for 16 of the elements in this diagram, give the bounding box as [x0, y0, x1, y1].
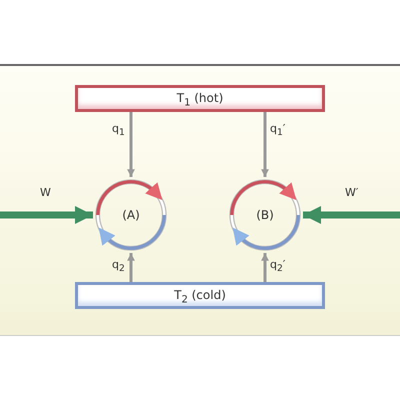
cycle-label: (B) [255, 208, 275, 222]
edge-label: W [40, 186, 51, 199]
arrow [261, 112, 269, 177]
arrow [0, 206, 93, 224]
reservoir-box: T$_{1}$ (hot) [75, 85, 325, 112]
reservoir-box: T$_{2}$ (cold) [75, 282, 325, 309]
arrow [303, 206, 400, 224]
arrow [127, 253, 135, 282]
edge-label: q$_{1}$ [112, 122, 125, 140]
edge-label: q$_{2}$ [112, 258, 125, 276]
arrow [261, 253, 269, 282]
arrow [127, 112, 135, 177]
cycle-label: (A) [121, 208, 141, 222]
edge-label: W′ [345, 186, 358, 199]
edge-label: q$_{1}$′ [270, 122, 286, 140]
edge-label: q$_{2}$′ [270, 258, 286, 276]
